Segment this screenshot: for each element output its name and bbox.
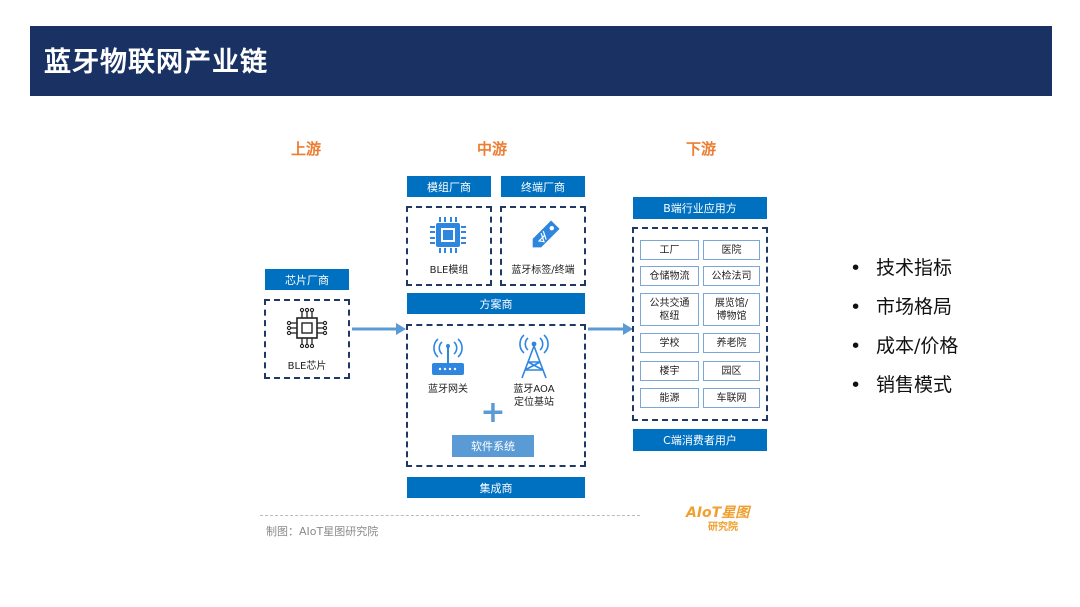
industry-cell: 展览馆/ 博物馆 [703, 293, 760, 326]
aoa-caption-2: 定位基站 [514, 397, 554, 408]
bullet-dot: • [850, 296, 862, 318]
bullet-text: 技术指标 [876, 257, 953, 279]
industry-cell: 公共交通 枢纽 [640, 293, 699, 326]
title-bar [30, 26, 1052, 96]
industry-cell: 仓储物流 [640, 266, 699, 286]
stage-upstream: 上游 [291, 140, 322, 158]
logo-line-2: 研究院 [708, 522, 738, 533]
industry-cell: 公检法司 [703, 266, 760, 286]
terminal-vendor-label: 终端厂商 [501, 176, 585, 197]
bullet-dot: • [850, 335, 862, 357]
stage-downstream: 下游 [686, 140, 717, 158]
page-title: 蓝牙物联网产业链 [44, 47, 268, 78]
module-vendor-label: 模组厂商 [407, 176, 491, 197]
tag-icon [524, 216, 564, 256]
bullet-item: • 技术指标 [850, 253, 952, 280]
industry-cell: 学校 [640, 333, 699, 353]
bullet-item: • 市场格局 [850, 292, 952, 319]
chip-icon [285, 306, 329, 350]
tag-caption: 蓝牙标签/终端 [511, 265, 575, 276]
bullet-dot: • [850, 257, 862, 279]
chip-vendor-label: 芯片厂商 [265, 269, 349, 290]
industry-cell: 医院 [703, 240, 760, 260]
gateway-caption: 蓝牙网关 [428, 384, 468, 395]
industry-cell: 能源 [640, 388, 699, 408]
antenna-tower-icon [514, 332, 554, 380]
plus-sign: + [480, 395, 506, 430]
industry-cell: 车联网 [703, 388, 760, 408]
arrow-mid-to-down [588, 323, 633, 335]
bullet-dot: • [850, 374, 862, 396]
terminal-box [500, 206, 586, 286]
aoa-caption-1: 蓝牙AOA [513, 384, 555, 395]
chip-caption: BLE芯片 [287, 361, 327, 372]
industry-cell: 养老院 [703, 333, 760, 353]
bullet-item: • 成本/价格 [850, 331, 958, 358]
module-caption: BLE模组 [429, 265, 469, 276]
industry-cell: 楼宇 [640, 361, 699, 381]
c-side-label: C端消费者用户 [633, 429, 767, 451]
b-side-label: B端行业应用方 [633, 197, 767, 219]
bullet-text: 成本/价格 [876, 335, 959, 357]
integrator-label: 集成商 [407, 477, 585, 498]
footer-divider [260, 515, 640, 516]
industry-cell: 园区 [703, 361, 760, 381]
module-chip-icon [428, 215, 468, 255]
software-system-box: 软件系统 [452, 435, 534, 457]
stage-midstream: 中游 [477, 140, 508, 158]
industry-cell: 工厂 [640, 240, 699, 260]
solution-vendor-label: 方案商 [407, 293, 585, 314]
bullet-text: 销售模式 [876, 374, 953, 396]
gateway-icon [428, 334, 468, 378]
source-note: 制图：AIoT星图研究院 [266, 525, 379, 538]
arrow-up-to-mid [352, 323, 406, 335]
bullet-text: 市场格局 [876, 296, 953, 318]
aiot-logo: AIoT星图 研究院 [686, 505, 766, 541]
bullet-item: • 销售模式 [850, 370, 952, 397]
logo-line-1: AIoT星图 [686, 505, 750, 521]
